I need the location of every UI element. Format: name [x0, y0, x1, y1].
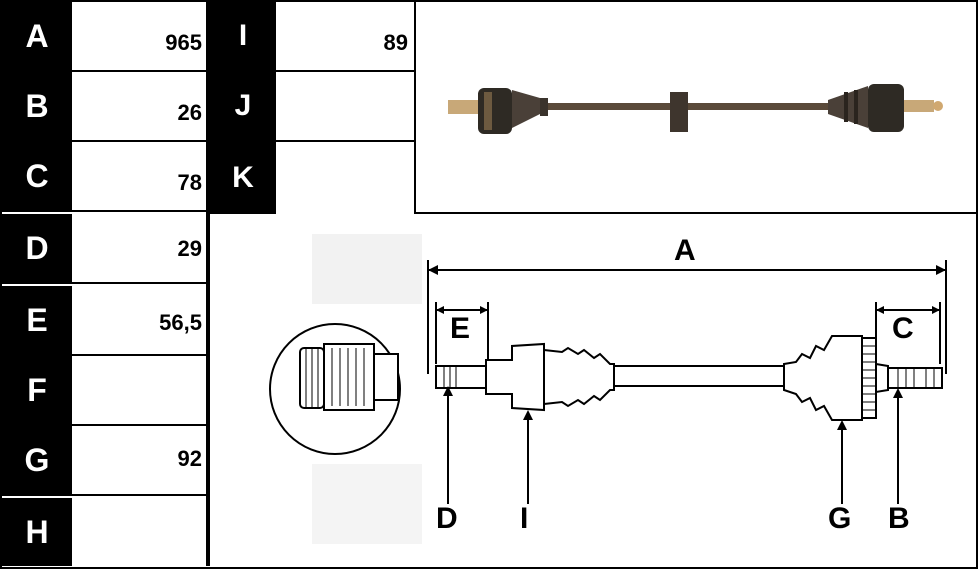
spec-value: 29	[177, 236, 202, 261]
spec-value	[72, 356, 202, 424]
spec-row-k: K	[210, 142, 414, 214]
drive-shaft-diagram-icon	[269, 234, 947, 544]
spec-row-j: J	[210, 72, 414, 142]
spec-key: I	[210, 2, 276, 70]
spec-value: 56,5	[159, 310, 202, 335]
spec-key: K	[210, 142, 276, 214]
spec-key: C	[2, 142, 72, 210]
spec-row-e: E 56,5	[2, 286, 208, 356]
dimension-label-c: C	[892, 312, 914, 345]
spec-table: A 965 B 26 C 78 D 29 E 56,5 F G 92 H	[2, 2, 210, 566]
spec-row-b: B 26	[2, 72, 208, 142]
spec-row-a: A 965	[2, 2, 208, 72]
spec-value: 78	[177, 170, 202, 195]
spec-key: H	[2, 498, 72, 566]
spec-key: J	[210, 72, 276, 140]
spec-key: B	[2, 72, 72, 140]
spec-row-d: D 29	[2, 214, 208, 284]
product-photo	[416, 2, 976, 214]
dimension-label-a: A	[674, 234, 696, 267]
extra-spec-table: I 89 J K	[210, 2, 416, 214]
dimension-label-d: D	[436, 502, 458, 535]
spec-key: D	[2, 214, 72, 282]
spec-value	[72, 498, 202, 566]
spec-key: G	[2, 426, 72, 494]
spec-value: 92	[177, 446, 202, 471]
spec-value	[276, 142, 408, 214]
spec-value: 965	[165, 30, 202, 55]
spec-row-i: I 89	[210, 2, 414, 72]
dimension-label-e: E	[450, 312, 471, 345]
spec-value: 26	[177, 100, 202, 125]
spec-row-g: G 92	[2, 426, 208, 496]
technical-diagram: A E C D I G B	[212, 214, 976, 566]
spec-row-h: H	[2, 498, 208, 566]
drive-shaft-photo-icon	[448, 84, 943, 134]
spec-value	[276, 72, 408, 140]
spec-value: 89	[383, 30, 408, 55]
spec-row-c: C 78	[2, 142, 208, 212]
spec-key: F	[2, 356, 72, 424]
dimension-label-g: G	[828, 502, 852, 535]
dimension-label-i: I	[520, 502, 529, 535]
spec-key: E	[2, 286, 72, 354]
dimension-label-b: B	[888, 502, 910, 535]
spec-key: A	[2, 2, 72, 70]
spec-row-f: F	[2, 356, 208, 426]
